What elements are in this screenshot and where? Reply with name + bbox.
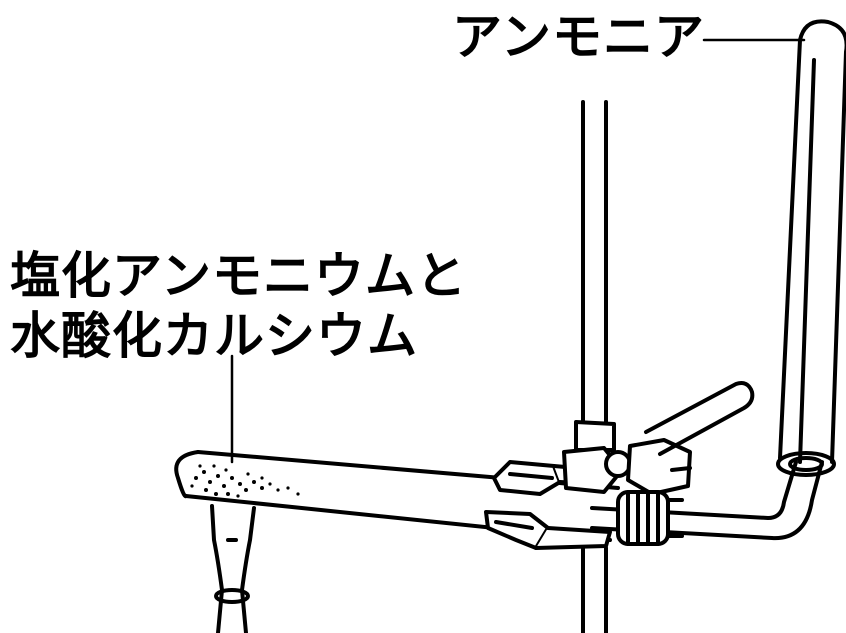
burner	[210, 504, 256, 633]
delivery-tube	[590, 460, 824, 541]
powder	[190, 464, 300, 498]
stand-rod	[581, 100, 608, 633]
clamp	[484, 381, 755, 550]
ammonia-label: アンモニア	[452, 8, 705, 66]
collection-tube	[776, 19, 846, 477]
reagents-label-line1: 塩化アンモニウムと	[10, 247, 467, 305]
reagents-label-line2: 水酸化カルシウム	[10, 307, 418, 365]
reagents-label: 塩化アンモニウムと 水酸化カルシウム	[10, 246, 467, 366]
